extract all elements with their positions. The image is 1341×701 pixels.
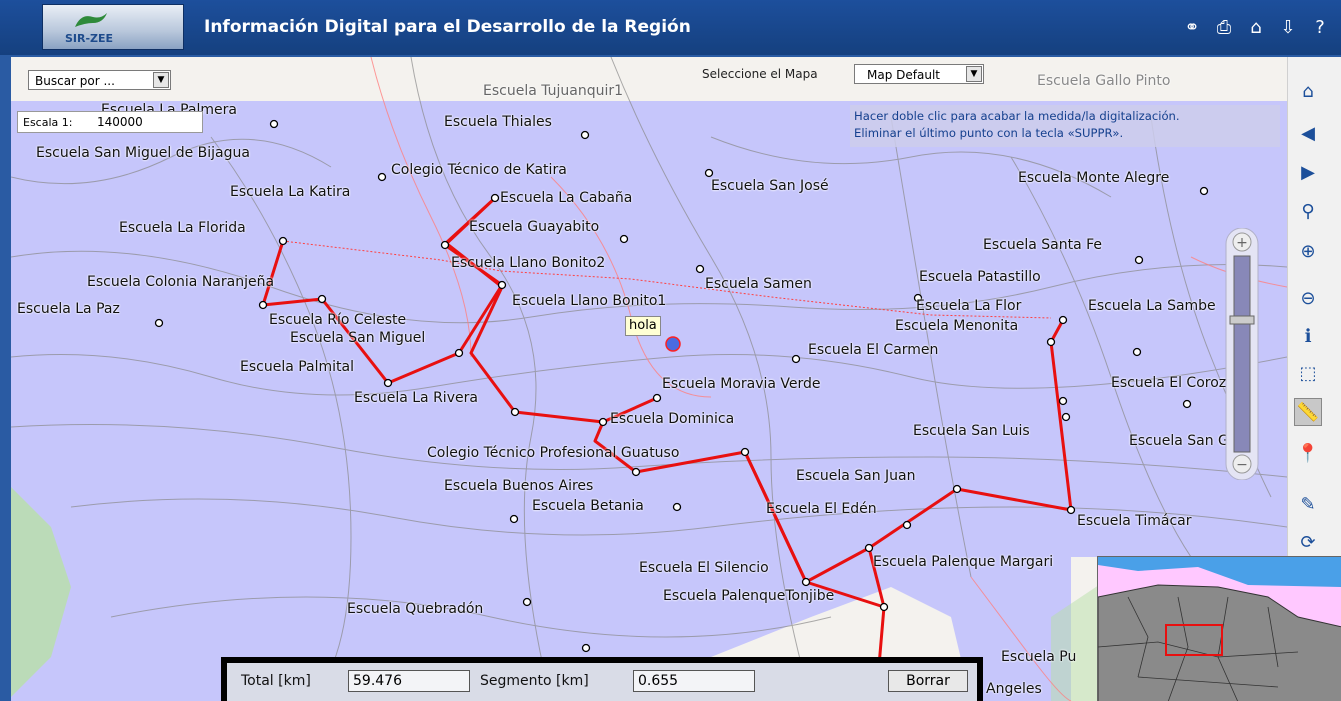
header-actions: ⚭ ⎙ ⌂ ⇩ ? (1179, 14, 1333, 40)
map-label: Angeles (986, 681, 1042, 697)
segment-input[interactable]: 0.655 (633, 670, 755, 692)
logo-graphic-icon (75, 13, 107, 27)
map-label: Escuela Thiales (444, 114, 552, 130)
scale-box: Escala 1: 140000 (17, 111, 203, 133)
map-label: Escuela La Flor (916, 298, 1022, 314)
select-icon[interactable]: ⬚ (1299, 362, 1317, 384)
full-extent-icon[interactable]: ⚲ (1301, 200, 1315, 222)
map-select[interactable]: Map Default ▼ (854, 64, 984, 84)
map-label: Colegio Técnico Profesional Guatuso (427, 445, 680, 461)
map-label: Escuela San Juan (796, 468, 916, 484)
current-point-marker[interactable] (665, 336, 681, 352)
map-label: Escuela Palenque Margari (873, 554, 1054, 570)
total-label: Total [km] (241, 673, 311, 689)
home-icon[interactable]: ⌂ (1250, 16, 1262, 38)
map-label: Escuela San José (711, 178, 829, 194)
map-label: Escuela Betania (532, 498, 644, 514)
map-label: Escuela Menonita (895, 318, 1019, 334)
map-label: Escuela Dominica (610, 411, 735, 427)
refresh-icon[interactable]: ⟳ (1300, 531, 1316, 553)
map-layers (11, 57, 1287, 701)
zoom-out-icon[interactable]: ⊖ (1300, 287, 1316, 309)
map-label: Escuela Llano Bonito1 (512, 293, 667, 309)
print-icon[interactable]: ⎙ (1216, 16, 1232, 38)
identify-icon[interactable]: ℹ (1304, 325, 1312, 347)
search-by-label: Buscar por ... (35, 74, 115, 88)
map-label: Colegio Técnico de Katira (391, 162, 567, 178)
map-label: Escuela El Silencio (639, 560, 769, 576)
measure-path-south (743, 451, 886, 701)
home-icon[interactable]: ⌂ (1302, 80, 1314, 102)
map-label: Escuela La Sambe (1088, 298, 1216, 314)
map-label: Escuela Quebradón (347, 601, 484, 617)
map-label: Escuela El Carmen (808, 342, 939, 358)
map-label: Escuela Pu (1001, 649, 1077, 665)
zoom-slider[interactable]: + − (1222, 228, 1262, 480)
map-label: Escuela Moravia Verde (662, 376, 821, 392)
map-label: Escuela Colonia Naranjeña (87, 274, 275, 290)
map-label: Escuela Tujuanquir1 (483, 83, 624, 99)
map-label: Escuela La Katira (230, 184, 351, 200)
map-label: Escuela Río Celeste (269, 312, 407, 328)
search-by-select[interactable]: Buscar por ... ▼ (28, 70, 171, 90)
map-select-value: Map Default (867, 68, 940, 82)
marker-icon[interactable]: 📍 (1296, 442, 1320, 464)
overview-graphic (1098, 557, 1341, 701)
total-input[interactable]: 59.476 (348, 670, 470, 692)
map-label: Escuela PalenqueTonjibe (663, 588, 835, 604)
map-label: Escuela Santa Fe (983, 237, 1102, 253)
map-label: Escuela San Luis (913, 423, 1030, 439)
map-label: Escuela La Rivera (354, 390, 478, 406)
map-canvas[interactable]: Escuela Tujuanquir1 Escuela Gallo Pinto … (11, 57, 1287, 701)
map-label: Escuela Patastillo (919, 269, 1041, 285)
map-label: Escuela Llano Bonito2 (451, 255, 606, 271)
map-label: Escuela Samen (705, 276, 812, 292)
map-label: Escuela Palmital (240, 359, 355, 375)
scale-input[interactable]: 140000 (97, 115, 143, 129)
map-label: Escuela La Paz (17, 301, 120, 317)
svg-text:+: + (1236, 235, 1248, 251)
map-label: Escuela El Edén (766, 501, 877, 517)
chevron-down-icon[interactable]: ▼ (966, 66, 982, 82)
map-label: Escuela Timácar (1077, 513, 1192, 529)
map-label: Escuela Gallo Pinto (1037, 73, 1171, 89)
overview-map[interactable] (1097, 556, 1341, 701)
map-label: Escuela San Miguel de Bijagua (36, 145, 250, 161)
edit-icon[interactable]: ✎ (1300, 493, 1316, 515)
measure-panel: Total [km] 59.476 Segmento [km] 0.655 Bo… (221, 657, 983, 701)
logo-text: SIR-ZEE (65, 32, 114, 45)
scale-label: Escala 1: (23, 116, 73, 129)
measure-hint: Hacer doble clic para acabar la medida/l… (850, 105, 1280, 147)
hint-line: Hacer doble clic para acabar la medida/l… (854, 109, 1180, 123)
point-tooltip: hola (625, 316, 661, 336)
map-select-label: Seleccione el Mapa (702, 67, 818, 81)
measure-panel-body: Total [km] 59.476 Segmento [km] 0.655 Bo… (227, 663, 977, 701)
map-label: Escuela San Gabr (1129, 433, 1253, 449)
app-title: Información Digital para el Desarrollo d… (204, 17, 691, 37)
back-icon[interactable]: ◀ (1301, 122, 1315, 144)
map-label: Escuela Monte Alegre (1018, 170, 1170, 186)
download-icon[interactable]: ⇩ (1280, 16, 1296, 38)
clear-button[interactable]: Borrar (888, 670, 968, 692)
segment-label: Segmento [km] (480, 673, 589, 689)
map-label: Escuela San Miguel (290, 330, 426, 346)
chevron-down-icon[interactable]: ▼ (153, 72, 169, 88)
hint-line: Eliminar el último punto con la tecla «S… (854, 126, 1124, 140)
help-icon[interactable]: ? (1315, 16, 1325, 38)
map-label: Escuela Guayabito (469, 219, 600, 235)
app-header: SIR-ZEE Información Digital para el Desa… (0, 0, 1341, 55)
map-label: Escuela Buenos Aires (444, 478, 594, 494)
svg-text:−: − (1236, 457, 1248, 473)
map-label: Escuela La Cabaña (500, 190, 633, 206)
forward-icon[interactable]: ▶ (1301, 161, 1315, 183)
measure-icon[interactable]: 📏 (1294, 398, 1322, 426)
sir-zee-logo[interactable]: SIR-ZEE (42, 4, 184, 50)
zoom-in-icon[interactable]: ⊕ (1300, 240, 1316, 262)
link-icon[interactable]: ⚭ (1184, 16, 1200, 38)
school-points (154, 119, 1259, 653)
map-label: Escuela La Florida (119, 220, 246, 236)
map-label: Escuela El Corozo (1111, 375, 1235, 391)
